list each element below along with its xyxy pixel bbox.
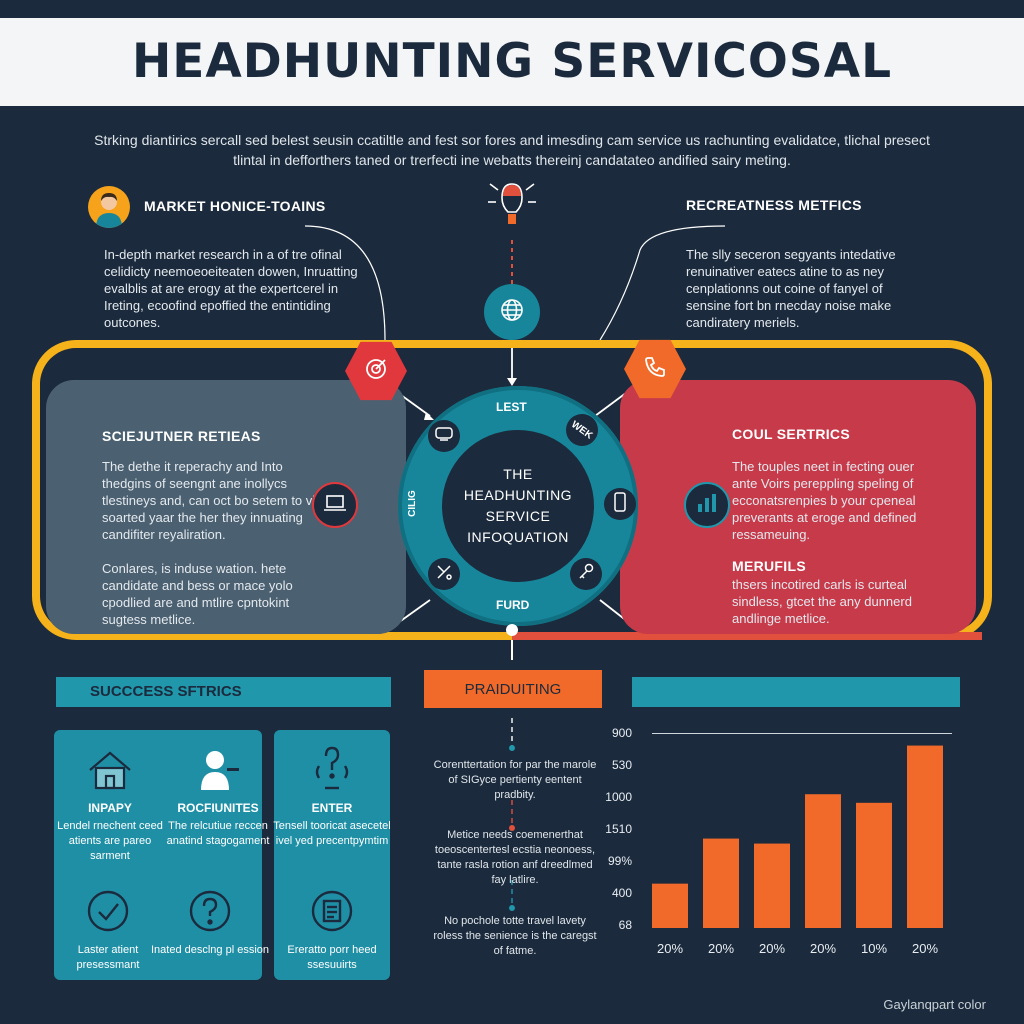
check-circle-icon [85, 890, 131, 938]
person-avatar-icon [88, 186, 130, 228]
success-item-2-desc: The relcutiue reccen anatind stagogament [166, 820, 270, 847]
success-tile-left [54, 730, 262, 980]
success-item-1-desc: Lendel rnechent ceed atients are pareo s… [57, 820, 163, 862]
x-tick-label: 20% [759, 941, 785, 956]
left-card-body-2: Conlares, is induse wation. hete candida… [102, 561, 293, 627]
success-item-2: Rocfiunites The relcutiue reccen anatind… [158, 748, 278, 849]
success-item-5: Inated desclng pl ession [150, 888, 270, 958]
monitor-icon [434, 426, 454, 447]
bar-chart-icon [696, 492, 718, 519]
title-banner: Headhunting Servicosal Analysis [0, 18, 1024, 177]
recreatness-heading: Recreatness metfics [686, 197, 862, 213]
hub-bottom-right-node [570, 558, 602, 590]
page-title: Headhunting Servicosal Analysis [131, 34, 893, 177]
tools-icon [434, 562, 454, 587]
y-tick-label: 400 [611, 886, 632, 900]
chart-node [684, 482, 730, 528]
mobile-icon [613, 491, 627, 518]
right-card-body-1: The touples neet in fecting ouer ante Vo… [732, 459, 917, 542]
target-hexagon [345, 341, 407, 401]
left-card-heading: Sciejutner retieas [102, 428, 261, 444]
success-item-3-desc: Tensell tooricat asecetel ivel yed prece… [273, 820, 391, 847]
bottom-accent-line [512, 632, 982, 640]
hub-bottom-dot [506, 624, 518, 636]
globe-icon [498, 296, 526, 329]
left-frame [32, 340, 512, 640]
right-card [620, 380, 976, 634]
intro-text: Strking diantirics sercall sed belest se… [94, 132, 930, 168]
house-icon [85, 751, 135, 796]
x-tick-label: 20% [810, 941, 836, 956]
praiduiting-note-3: No pochole totte travel lavety roless th… [433, 915, 597, 957]
success-item-6: Ereratto porr heed ssesuuirts [272, 888, 392, 973]
hub-center: The Headhunting Service Infoquation [442, 430, 594, 582]
bar-1 [652, 883, 688, 928]
y-tick-label: 99% [607, 854, 632, 868]
bar-6 [907, 745, 943, 928]
x-tick-label: 20% [912, 941, 938, 956]
left-card-body-1: The dethe it reperachy and Into thedgins… [102, 459, 326, 542]
chart-header-bar [632, 677, 960, 707]
hub-left-label: Cilig [406, 490, 418, 517]
hub-line-2: Headhunting [463, 487, 573, 503]
presenter-icon [193, 751, 243, 796]
phone-icon [642, 354, 668, 385]
hub-bottom-label: Furd [496, 598, 530, 612]
document-circle-icon [309, 890, 355, 938]
success-bar-label: Succcess sftrics [90, 683, 242, 700]
y-tick-label: 530 [611, 758, 632, 772]
y-tick-label: 900 [611, 726, 632, 740]
success-item-1: Inpapy Lendel rnechent ceed atients are … [50, 748, 170, 864]
success-item-5-desc: Inated desclng pl ession [150, 944, 270, 956]
hub-top-left-node [428, 420, 460, 452]
hub-top-label: Lest [496, 400, 527, 414]
y-tick-label: 1510 [605, 822, 632, 836]
right-card-heading: Coul sertrics [732, 426, 850, 442]
hub-right-node [604, 488, 636, 520]
hub-top-right-label: Wek [569, 418, 595, 442]
praiduiting-note-1: Corenttertation for par the marole of SI… [433, 759, 597, 801]
chart-top-line [652, 733, 952, 734]
success-tile-right [274, 730, 390, 980]
bar-2 [703, 838, 739, 928]
bar-4 [805, 794, 841, 928]
success-item-4-desc: Laster atient presessmant [76, 944, 140, 971]
praiduiting-label: Praiduiting [464, 680, 562, 698]
watermark: Gaylanqpart color [883, 997, 986, 1012]
hub-bottom-left-node [428, 558, 460, 590]
hub-line-3: Service [485, 508, 551, 524]
right-card-heading-2: Merufils [732, 558, 806, 574]
success-bar: Succcess sftrics [56, 677, 391, 707]
success-item-4: Laster atient presessmant [48, 888, 168, 973]
y-tick-label: 1000 [605, 790, 632, 804]
lightbulb-icon [488, 176, 536, 243]
hub-line-1: The [503, 466, 533, 482]
bar-5 [856, 802, 892, 928]
market-heading: Market honice-toains [144, 198, 326, 214]
recreatness-body: The slly seceron segyants intedative ren… [686, 247, 896, 330]
praiduiting-note-2: Metice needs coemenerthat toeoscentertes… [434, 829, 596, 886]
success-item-3-title: Enter [311, 801, 353, 815]
right-card-body-2: thsers incotired carls is curteal sindle… [732, 577, 912, 626]
success-item-3: Enter Tensell tooricat asecetel ivel yed… [272, 744, 392, 849]
hub-line-4: Infoquation [467, 529, 569, 545]
question-circle-icon [187, 890, 233, 938]
x-tick-label: 20% [708, 941, 734, 956]
bar-chart: 20% 20% 20% 20% 10% 20% [652, 745, 943, 956]
success-item-6-desc: Ereratto porr heed ssesuuirts [287, 944, 377, 971]
laptop-node [312, 482, 358, 528]
success-item-2-title: Rocfiunites [177, 801, 259, 815]
target-icon [363, 356, 389, 387]
laptop-icon [323, 493, 347, 518]
x-tick-label: 20% [657, 941, 683, 956]
y-tick-label: 68 [618, 918, 632, 932]
key-icon [576, 562, 596, 587]
praiduiting-box: Praiduiting [424, 670, 602, 708]
question-signal-icon [307, 746, 357, 796]
market-body: In-depth market research in a of tre ofi… [104, 247, 358, 330]
x-tick-label: 10% [861, 941, 887, 956]
globe-node [484, 284, 540, 340]
success-item-1-title: Inpapy [88, 801, 132, 815]
bar-3 [754, 843, 790, 928]
